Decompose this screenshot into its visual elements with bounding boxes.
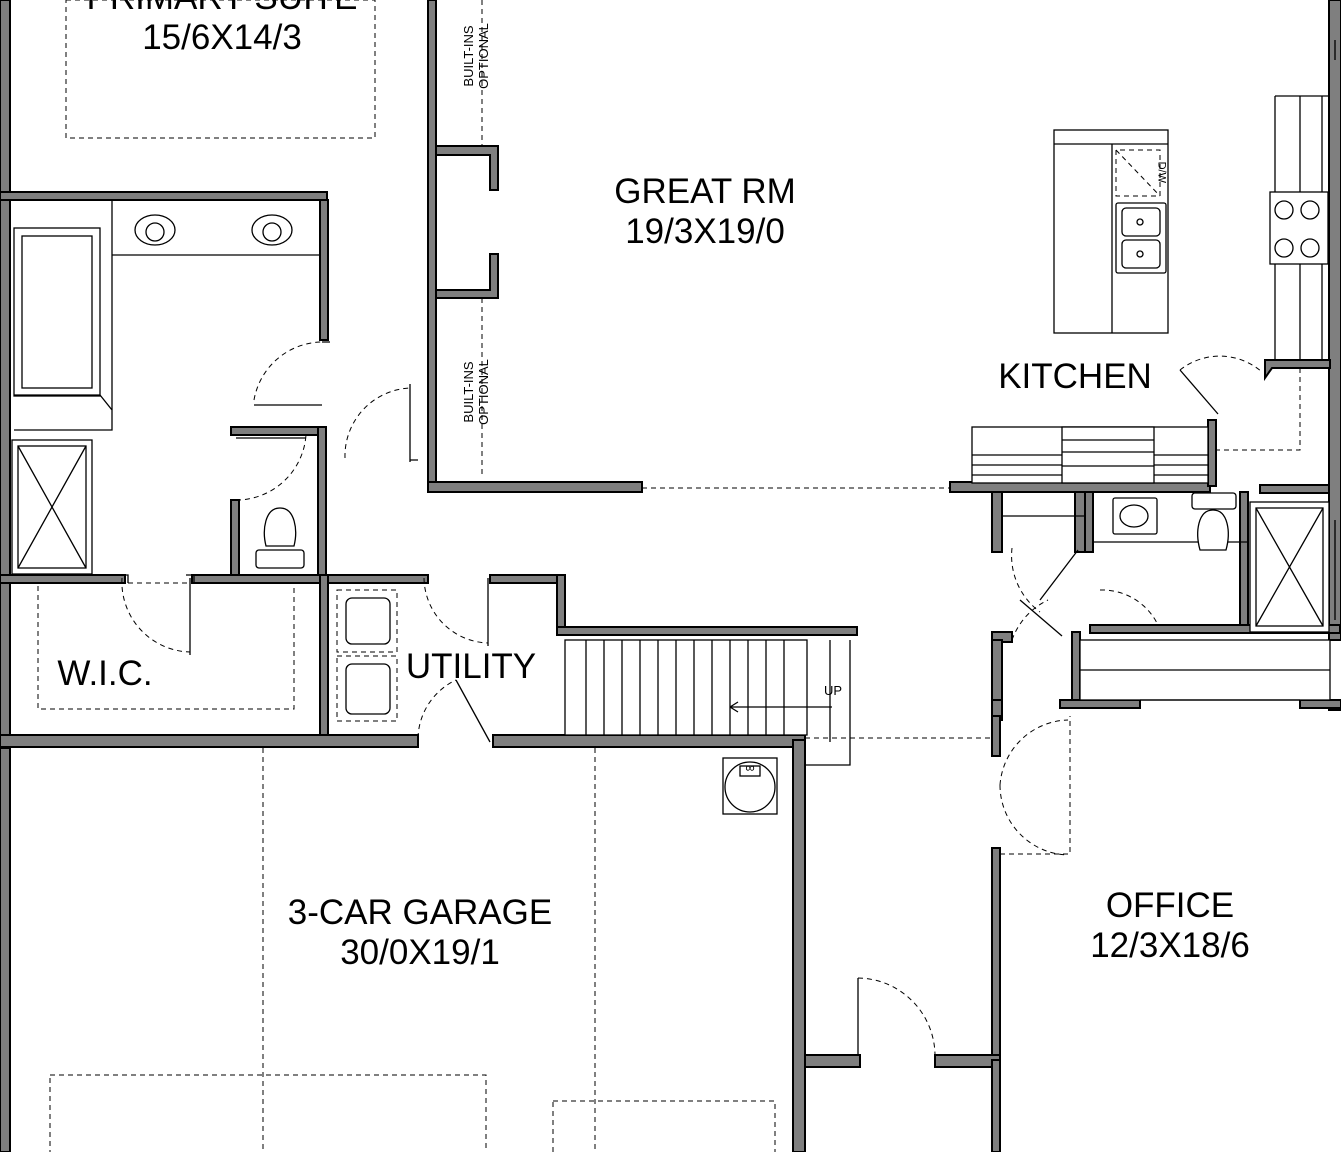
builtins-note-top: BUILT-INS OPTIONAL <box>461 16 492 96</box>
utility-label: UTILITY <box>405 647 537 686</box>
builtins-note-bottom: BUILT-INS OPTIONAL <box>461 352 492 432</box>
stairs-up-label: UP <box>823 683 843 698</box>
kitchen-label: KITCHEN <box>998 357 1152 396</box>
doors <box>120 341 1263 1056</box>
garage-size: 30/0X19/1 <box>340 933 500 973</box>
builtins-bottom-line1: BUILT-INS <box>461 361 476 423</box>
builtins-bottom-line2: OPTIONAL <box>475 359 491 425</box>
office-name: OFFICE <box>1105 886 1235 925</box>
builtins-top-line2: OPTIONAL <box>475 23 491 89</box>
primary-suite-label: PRIMARY SUITE 15/6X14/3 <box>72 0 372 59</box>
dishwasher-label: D/W <box>1155 161 1168 184</box>
water-heater-symbol: ∞ <box>745 760 755 775</box>
primary-suite-name: PRIMARY SUITE <box>72 0 372 18</box>
great-room-label: GREAT RM 19/3X19/0 <box>560 172 850 253</box>
garage-label: 3-CAR GARAGE 30/0X19/1 <box>260 893 580 974</box>
garage-name: 3-CAR GARAGE <box>287 893 553 932</box>
office-size: 12/3X18/6 <box>1090 926 1250 966</box>
great-room-name: GREAT RM <box>614 172 796 211</box>
primary-suite-size: 15/6X14/3 <box>142 18 302 58</box>
great-room-size: 19/3X19/0 <box>625 212 785 252</box>
office-label: OFFICE 12/3X18/6 <box>1060 886 1280 967</box>
fixtures <box>9 0 1336 1152</box>
wic-label: W.I.C. <box>57 654 153 693</box>
builtins-top-line1: BUILT-INS <box>461 25 476 87</box>
stairs <box>564 639 851 766</box>
